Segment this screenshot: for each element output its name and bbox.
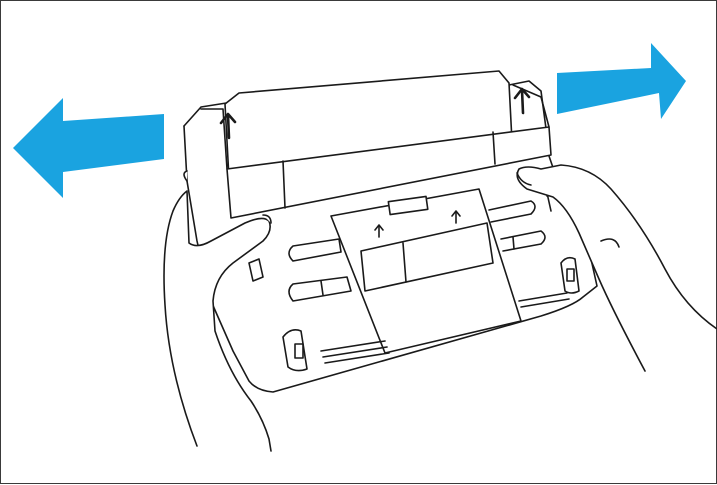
latch-right [561, 258, 579, 293]
latch-left [249, 259, 307, 371]
left-direction-arrow [13, 98, 164, 198]
right-direction-arrow [557, 43, 686, 119]
right-hand [517, 165, 717, 371]
up-arrow-icon [515, 89, 529, 113]
feeder-plate [331, 189, 521, 353]
